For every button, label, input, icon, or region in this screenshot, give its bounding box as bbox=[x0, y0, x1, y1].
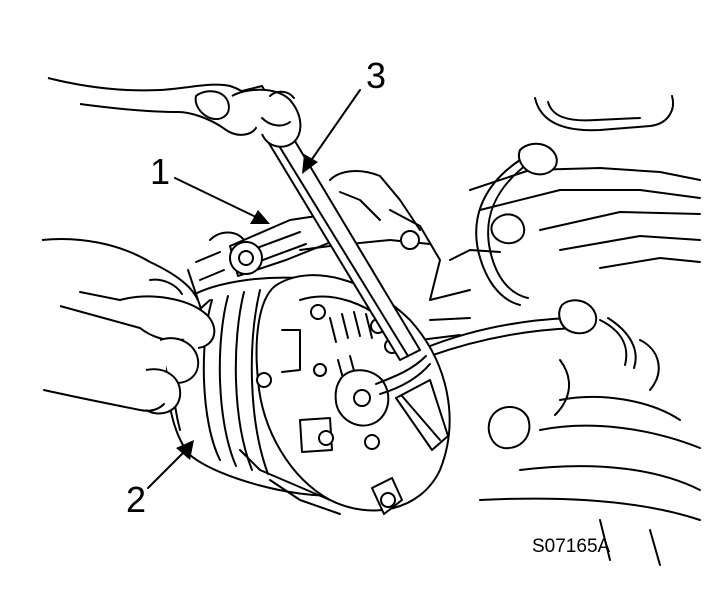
bracket-boss-right bbox=[487, 406, 531, 450]
engine-block-mount bbox=[299, 170, 441, 301]
lower-hand bbox=[41, 237, 216, 415]
upper-hand bbox=[47, 77, 302, 148]
engine-background bbox=[419, 95, 701, 566]
callout-label-3: 3 bbox=[366, 55, 386, 96]
leader-arrow-2 bbox=[147, 440, 194, 489]
leader-arrow-3 bbox=[302, 89, 361, 174]
figure-id: S07165A bbox=[532, 536, 611, 557]
adjusting-link bbox=[187, 213, 337, 301]
connector-right bbox=[558, 299, 598, 335]
connector-mid bbox=[490, 213, 526, 245]
wiring-harness bbox=[424, 159, 637, 416]
output-terminal-boot bbox=[375, 355, 449, 451]
callout-label-2: 2 bbox=[126, 479, 146, 520]
leader-arrow-1 bbox=[174, 177, 270, 224]
callout-label-1: 1 bbox=[150, 151, 170, 192]
connector-top bbox=[518, 142, 558, 176]
